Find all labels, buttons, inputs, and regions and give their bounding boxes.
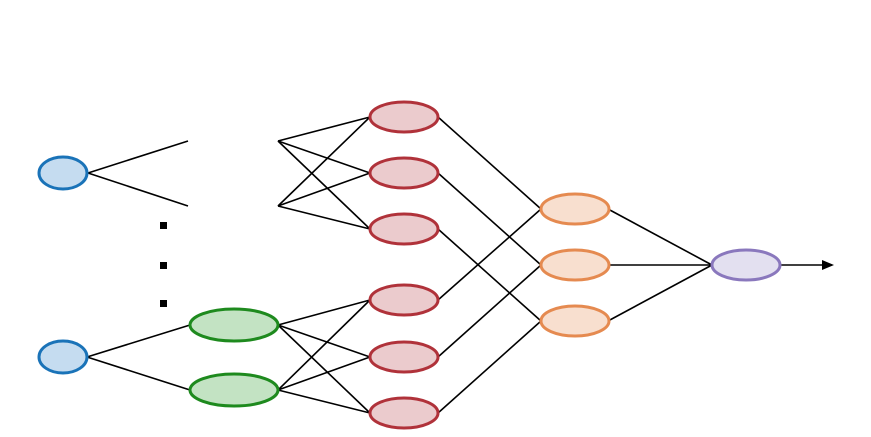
edge xyxy=(437,264,542,358)
edge xyxy=(277,324,371,414)
edge xyxy=(277,140,371,230)
edges-orange-output xyxy=(607,208,713,322)
output-node xyxy=(710,248,782,282)
red-node-6 xyxy=(368,396,440,430)
input-node-bottom xyxy=(37,339,89,375)
green-node-1 xyxy=(188,307,280,343)
edges-red-orange xyxy=(437,116,542,414)
orange-node-1 xyxy=(539,192,611,226)
green-node-2 xyxy=(188,372,280,408)
edge xyxy=(86,356,191,391)
edge xyxy=(277,299,371,326)
edge xyxy=(607,264,713,322)
edge xyxy=(277,299,371,391)
edge xyxy=(87,172,189,207)
orange-node-3 xyxy=(539,304,611,338)
edge xyxy=(277,172,371,207)
edge xyxy=(277,140,371,174)
red-node-3 xyxy=(368,212,440,246)
red-node-5 xyxy=(368,340,440,374)
ellipsis-dot xyxy=(160,262,167,269)
edge xyxy=(607,208,713,266)
edge xyxy=(277,205,371,230)
edge xyxy=(86,324,191,358)
orange-node-2 xyxy=(539,248,611,282)
edges-top-block xyxy=(277,116,371,230)
red-node-1 xyxy=(368,100,440,134)
red-node-2 xyxy=(368,156,440,190)
edge xyxy=(437,320,542,414)
edge xyxy=(277,389,371,414)
edge xyxy=(277,116,371,207)
edge xyxy=(87,140,189,174)
edge xyxy=(437,208,542,301)
ellipsis-dot xyxy=(160,300,167,307)
edge xyxy=(277,324,371,358)
edge xyxy=(437,172,542,266)
edge xyxy=(277,116,371,142)
edge xyxy=(437,228,542,322)
edges-green-red xyxy=(277,299,371,414)
edges-top-input xyxy=(87,140,189,207)
input-node-top xyxy=(37,155,89,191)
edge xyxy=(277,356,371,391)
ellipsis-dot xyxy=(160,222,167,229)
edge xyxy=(437,116,542,210)
edges-bottom-input xyxy=(86,324,191,391)
red-node-4 xyxy=(368,283,440,317)
ellipsis-dots xyxy=(160,222,167,307)
